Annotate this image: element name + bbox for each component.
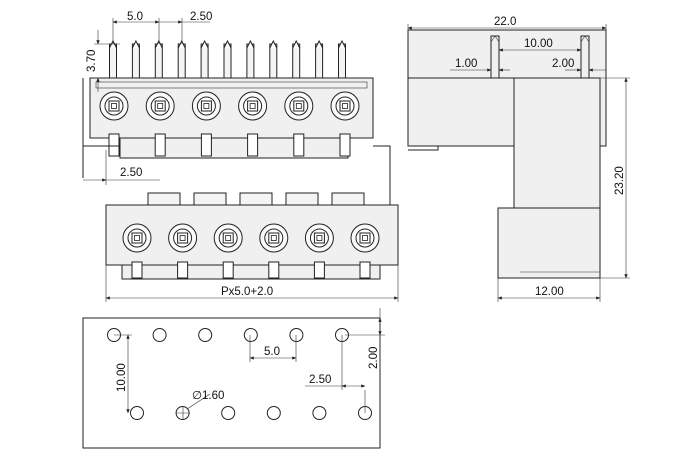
dim-pin-offset: 2.50 xyxy=(190,11,212,23)
plug-latch-strip xyxy=(121,264,381,280)
header-latch xyxy=(293,133,305,157)
header-pin xyxy=(131,39,140,79)
side-dimensions: 22.0 10.00 1.00 2.00 23.20 12.00 xyxy=(407,16,630,302)
dim-pcb-edge-offset: 2.00 xyxy=(368,347,380,369)
plug-latch xyxy=(222,261,234,279)
header-pin xyxy=(223,39,232,79)
dim-side-pin-spacing: 10.00 xyxy=(524,38,553,50)
plug-latch xyxy=(177,261,189,279)
side-pin-right xyxy=(580,35,590,79)
header-latches xyxy=(108,133,351,157)
header-pin xyxy=(269,39,278,79)
side-lip xyxy=(408,145,439,151)
header-screw xyxy=(145,91,175,121)
pcb-hole xyxy=(243,328,258,342)
plug-screw-row xyxy=(122,223,380,253)
pcb-dimensions: 10.00 5.0 2.00 2.50 ∅1.60 xyxy=(114,308,385,414)
header-pin xyxy=(154,39,163,79)
plug-body xyxy=(105,204,399,266)
side-view xyxy=(407,29,607,279)
dim-overall-length: Px5.0+2.0 xyxy=(221,286,273,298)
plug-tab xyxy=(193,192,227,206)
header-screw xyxy=(191,91,221,121)
header-screw-row xyxy=(99,91,360,121)
header-screw xyxy=(330,91,360,121)
plug-latch xyxy=(313,261,325,279)
dim-side-right-offset: 2.00 xyxy=(552,58,574,70)
plug-top-tabs xyxy=(147,192,365,206)
header-left-flange xyxy=(82,78,120,178)
header-latch xyxy=(200,133,212,157)
plug-tab xyxy=(331,192,365,206)
dim-side-offset: 2.50 xyxy=(120,167,142,179)
pcb-hole xyxy=(266,406,281,420)
dim-pin-height: 3.70 xyxy=(86,50,98,72)
plug-latch xyxy=(359,261,371,279)
header-body xyxy=(89,77,374,139)
plug-screw xyxy=(213,223,243,253)
header-right-flange xyxy=(373,145,391,205)
header-pin xyxy=(315,39,324,79)
header-pin xyxy=(246,39,255,79)
side-upper-step xyxy=(407,77,515,147)
dim-pitch: 5.0 xyxy=(127,11,143,23)
header-screw xyxy=(284,91,314,121)
dim-side-height: 23.20 xyxy=(614,166,626,195)
pcb-holes-top-row xyxy=(107,328,349,342)
header-latch xyxy=(339,133,351,157)
dim-side-left-offset: 1.00 xyxy=(455,58,477,70)
header-pin xyxy=(200,39,209,79)
plug-latch xyxy=(268,261,280,279)
header-latch xyxy=(247,133,259,157)
plug-latches xyxy=(131,261,371,279)
header-pin xyxy=(109,39,117,79)
header-pins xyxy=(109,39,346,79)
dim-side-total-width: 22.0 xyxy=(494,16,516,28)
pcb-hole xyxy=(152,328,167,342)
header-latch xyxy=(154,133,166,157)
plug-screw xyxy=(259,223,289,253)
header-pin xyxy=(177,39,186,79)
dim-pcb-pitch: 5.0 xyxy=(264,346,280,358)
dim-side-bottom-width: 12.00 xyxy=(535,286,564,298)
dim-pcb-row-spacing: 10.00 xyxy=(116,363,128,392)
header-pin xyxy=(338,39,346,79)
pcb-hole xyxy=(312,406,327,420)
pcb-hole xyxy=(289,328,304,342)
plug-screw xyxy=(350,223,380,253)
plug-tab xyxy=(285,192,319,206)
pcb-layout xyxy=(82,317,381,449)
header-screw xyxy=(99,91,129,121)
plug-latch xyxy=(131,261,143,279)
pcb-outline xyxy=(82,317,381,449)
header-dimensions: 5.0 2.50 3.70 2.50 xyxy=(83,11,212,185)
plug-tab xyxy=(147,192,181,206)
plug-screw xyxy=(304,223,334,253)
side-pin-left xyxy=(490,35,500,79)
header-front-view xyxy=(82,39,391,205)
dim-pcb-hole-diameter: ∅1.60 xyxy=(192,390,224,402)
plug-tab xyxy=(239,192,273,206)
pcb-hole xyxy=(221,406,236,420)
header-top-rail xyxy=(95,81,368,89)
plug-front-view: Px5.0+2.0 xyxy=(105,192,399,302)
header-latch-strip xyxy=(119,137,349,159)
pcb-holes-bottom-row xyxy=(130,406,372,420)
header-latch xyxy=(108,133,120,157)
pcb-hole xyxy=(198,328,213,342)
pcb-hole xyxy=(130,406,144,420)
plug-screw xyxy=(168,223,198,253)
side-base xyxy=(497,207,601,279)
header-screw xyxy=(238,91,268,121)
dim-pcb-stagger: 2.50 xyxy=(309,374,331,386)
header-pin xyxy=(292,39,301,79)
plug-screw xyxy=(122,223,152,253)
